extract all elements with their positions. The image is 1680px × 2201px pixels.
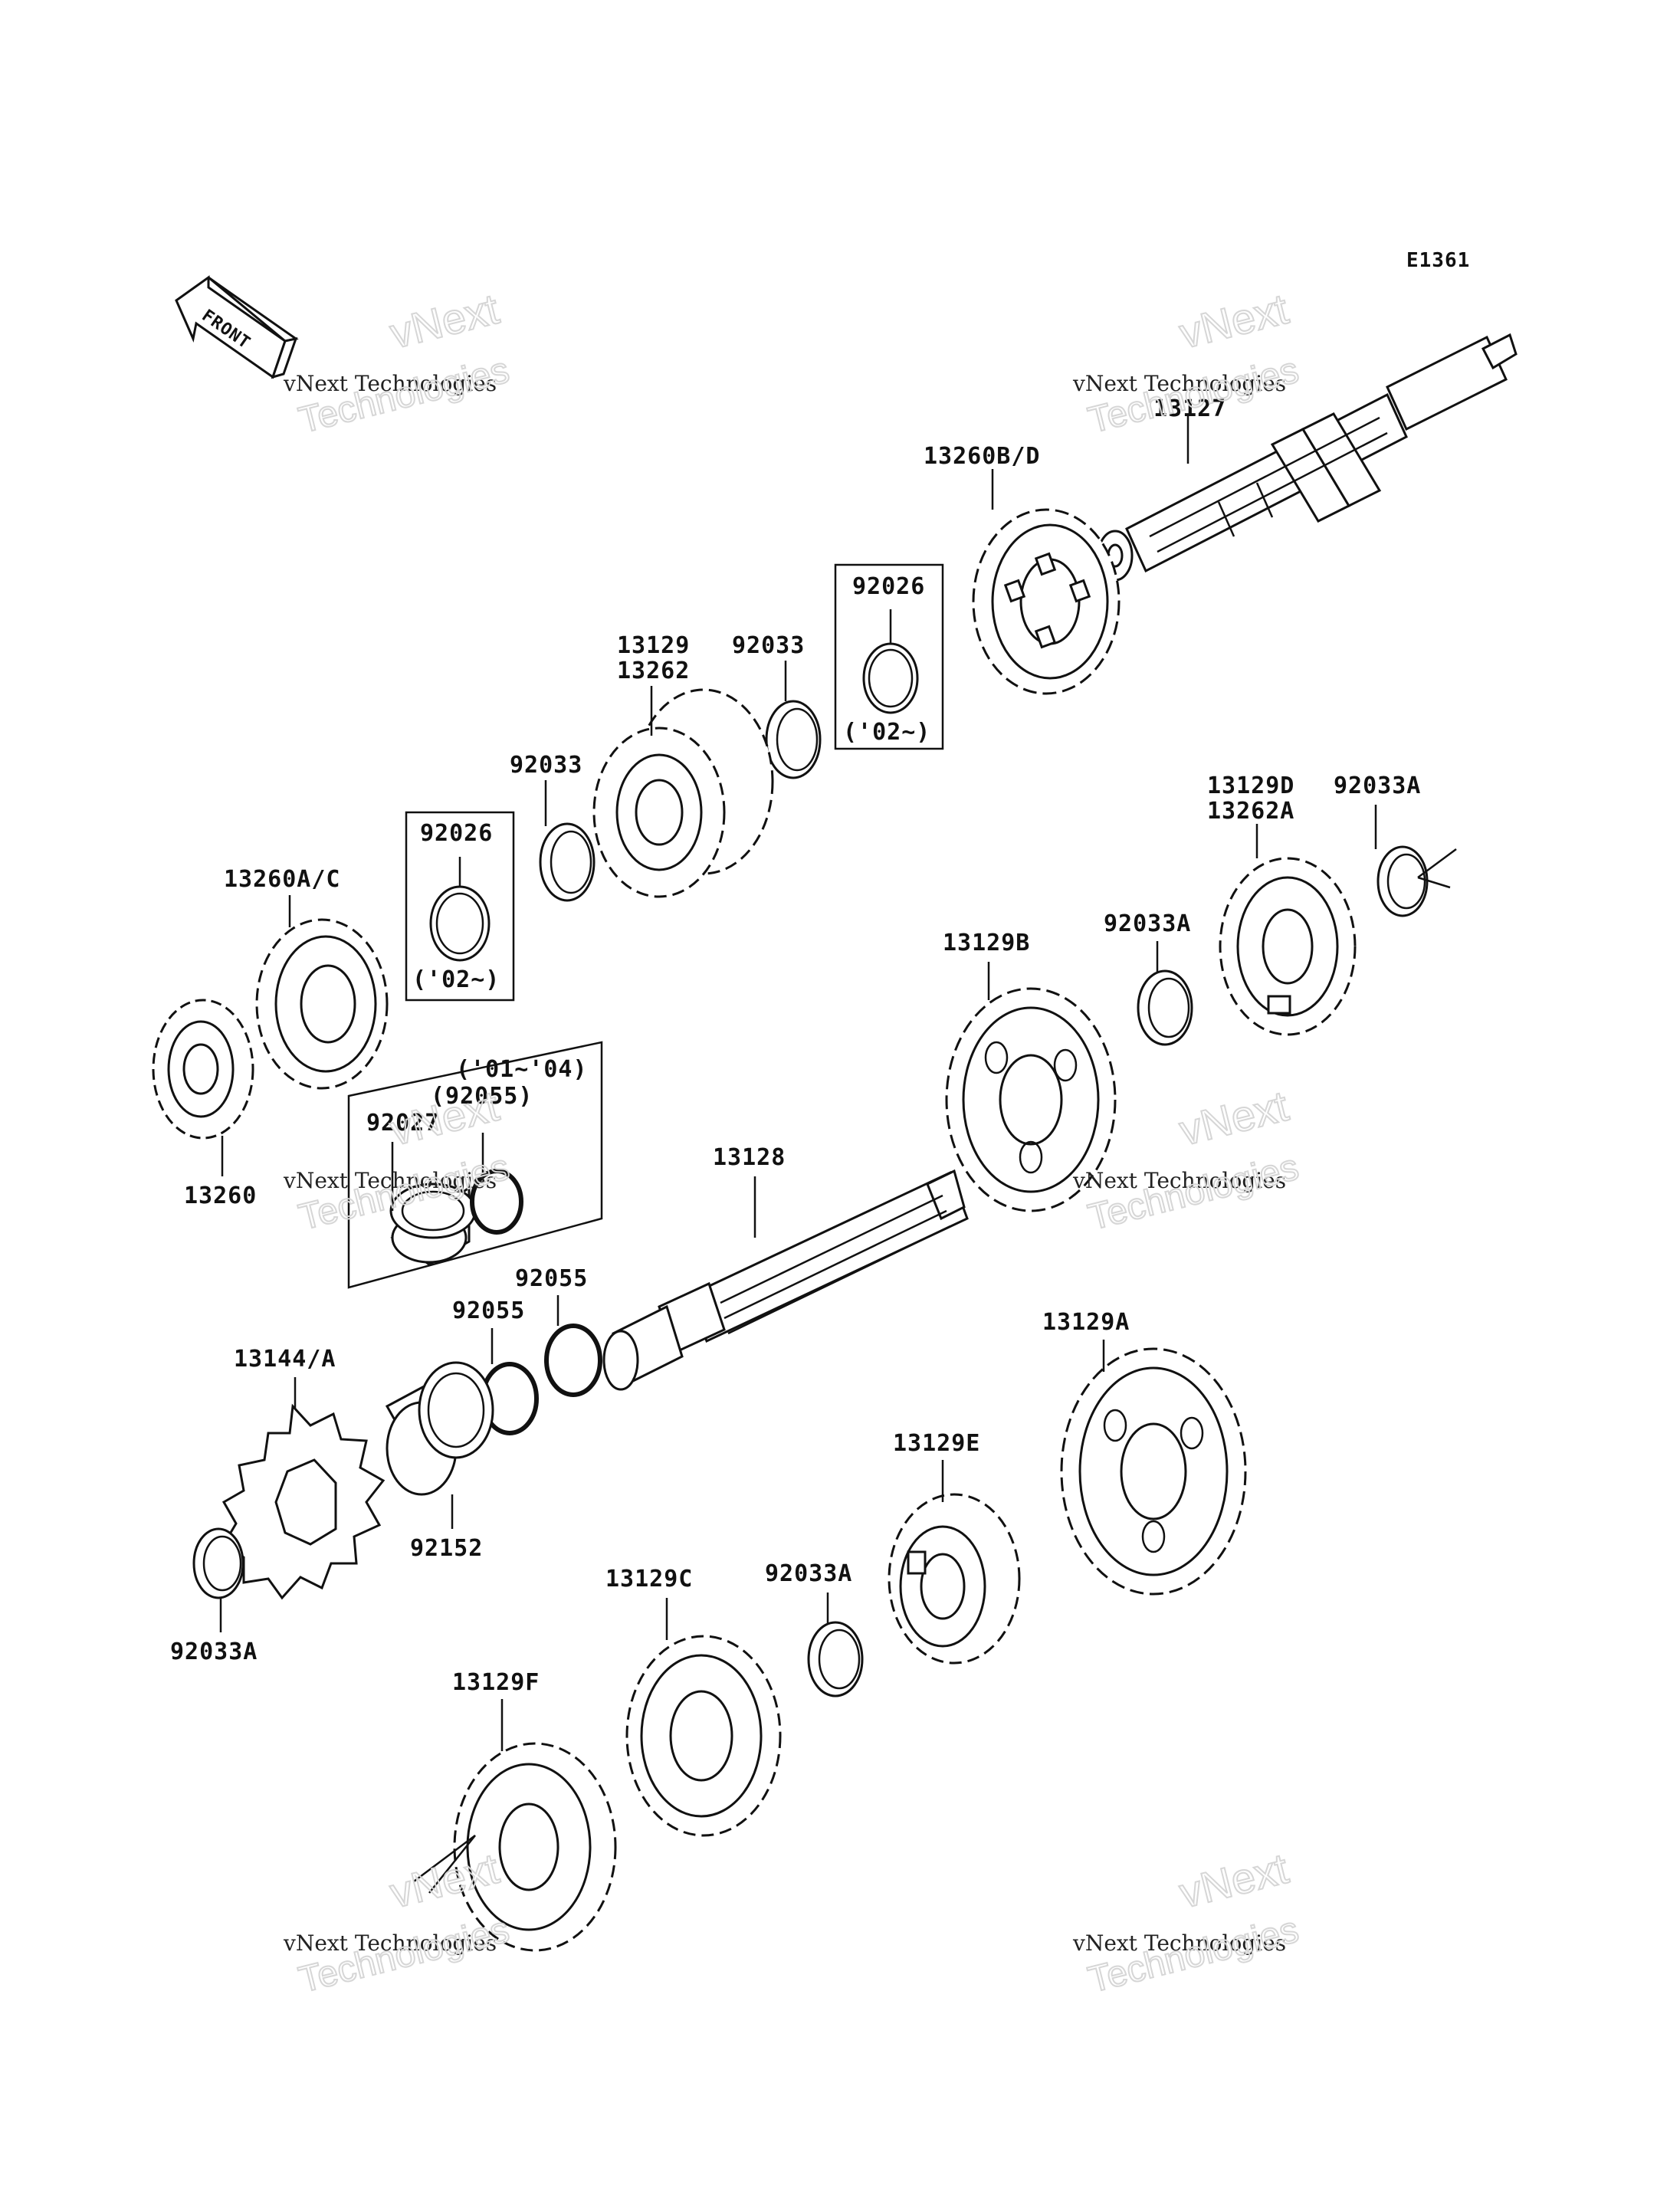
shaft-13127	[1097, 333, 1518, 582]
watermark-text: vNext	[1175, 1081, 1294, 1155]
watermark-text: Technologies	[1084, 1146, 1303, 1238]
circlip-92033-mid	[539, 822, 596, 902]
watermark: vNext vNext Technologies Technologies	[283, 284, 514, 442]
box-01-04	[347, 1041, 603, 1289]
label-92033-top: 92033	[732, 632, 805, 659]
watermark-text: vNext Technologies	[1072, 371, 1286, 396]
gear-13129e	[888, 1493, 1021, 1665]
label-13129f: 13129F	[452, 1669, 540, 1696]
label-13129d: 13129D	[1207, 772, 1294, 799]
circlip-92033a-low	[807, 1621, 864, 1697]
circlip-92033-top	[765, 700, 822, 779]
label-92033a-right: 92033A	[1334, 772, 1421, 799]
watermark-text: vNext Technologies	[1072, 1930, 1286, 1956]
label-13129c: 13129C	[605, 1566, 693, 1593]
label-92152: 92152	[410, 1535, 483, 1562]
label-13129: 13129	[617, 632, 690, 659]
label-02-top: ('02~)	[843, 719, 930, 746]
label-13262a: 13262A	[1207, 798, 1294, 825]
box-92026-mid	[405, 811, 515, 1002]
label-13127: 13127	[1153, 395, 1226, 422]
label-13129b: 13129B	[943, 930, 1030, 956]
watermark: vNext vNext Technologies Technologies	[1072, 1843, 1304, 2002]
watermark-text: vNext Technologies	[283, 371, 497, 396]
label-92033-mid: 92033	[510, 752, 582, 779]
gear-13260bd	[972, 508, 1121, 695]
bushing-92027	[389, 1183, 477, 1266]
label-92027: 92027	[366, 1110, 439, 1137]
watermark-text: vNext Technologies	[283, 1930, 497, 1956]
gear-13129d-13262a	[1219, 857, 1357, 1036]
gear-13260ac	[255, 918, 389, 1090]
label-13262: 13262	[617, 658, 690, 684]
washer-92026-top	[862, 642, 919, 714]
label-13128: 13128	[713, 1144, 786, 1171]
watermark-text: Technologies	[1084, 349, 1303, 441]
watermark-text: Technologies	[295, 1909, 514, 2000]
bushing-92152	[385, 1361, 494, 1496]
label-92055-b: 92055	[515, 1265, 588, 1292]
circlip-92033a-left	[192, 1527, 244, 1599]
label-92033a-left: 92033A	[170, 1638, 258, 1665]
label-13129e: 13129E	[893, 1430, 980, 1457]
label-92026-top: 92026	[852, 573, 925, 600]
gear-13129f	[453, 1742, 617, 1952]
sprocket-13144a	[221, 1403, 386, 1600]
label-13260ac: 13260A/C	[224, 866, 341, 893]
watermark-text: vNext	[1175, 1844, 1294, 1917]
label-92055-paren: (92055)	[431, 1083, 533, 1110]
watermark: vNext vNext Technologies Technologies	[283, 1843, 514, 2002]
label-92033a-low: 92033A	[765, 1560, 852, 1587]
watermark-text: Technologies	[1084, 1909, 1303, 2000]
label-92055-a: 92055	[452, 1297, 525, 1324]
watermark-text: vNext Technologies	[1072, 1168, 1286, 1193]
label-01-04: ('01~'04)	[456, 1056, 588, 1083]
oring-92055-inbox	[470, 1169, 523, 1235]
watermark-text: vNext Technologies	[283, 1168, 497, 1193]
gear-13129-13262	[592, 688, 774, 898]
label-92033a-mid: 92033A	[1104, 910, 1191, 937]
shaft-13128	[602, 1169, 969, 1391]
gear-13129c	[625, 1635, 782, 1837]
gear-13129a	[1060, 1347, 1247, 1596]
watermark: vNext vNext Technologies Technologies	[1072, 284, 1304, 442]
diagram-code: E1361	[1406, 249, 1470, 272]
front-arrow-icon: FRONT	[175, 275, 299, 379]
label-13260bd: 13260B/D	[924, 443, 1041, 470]
label-13144a: 13144/A	[234, 1346, 336, 1373]
circlip-92033a-mid	[1137, 969, 1193, 1046]
circlip-92033a-right	[1376, 845, 1429, 917]
watermark-text: vNext	[386, 284, 504, 358]
washer-92026-mid	[429, 885, 491, 962]
watermark-text: Technologies	[295, 349, 514, 441]
watermark-text: vNext	[1175, 284, 1294, 358]
gear-13260	[152, 999, 254, 1140]
gear-13129b	[945, 987, 1117, 1212]
oring-92055-b	[544, 1324, 602, 1397]
label-13129a: 13129A	[1042, 1309, 1130, 1336]
box-92026-top	[834, 563, 944, 750]
label-13260: 13260	[184, 1183, 257, 1209]
label-02-mid: ('02~)	[412, 966, 500, 993]
label-92026-mid: 92026	[420, 820, 493, 847]
